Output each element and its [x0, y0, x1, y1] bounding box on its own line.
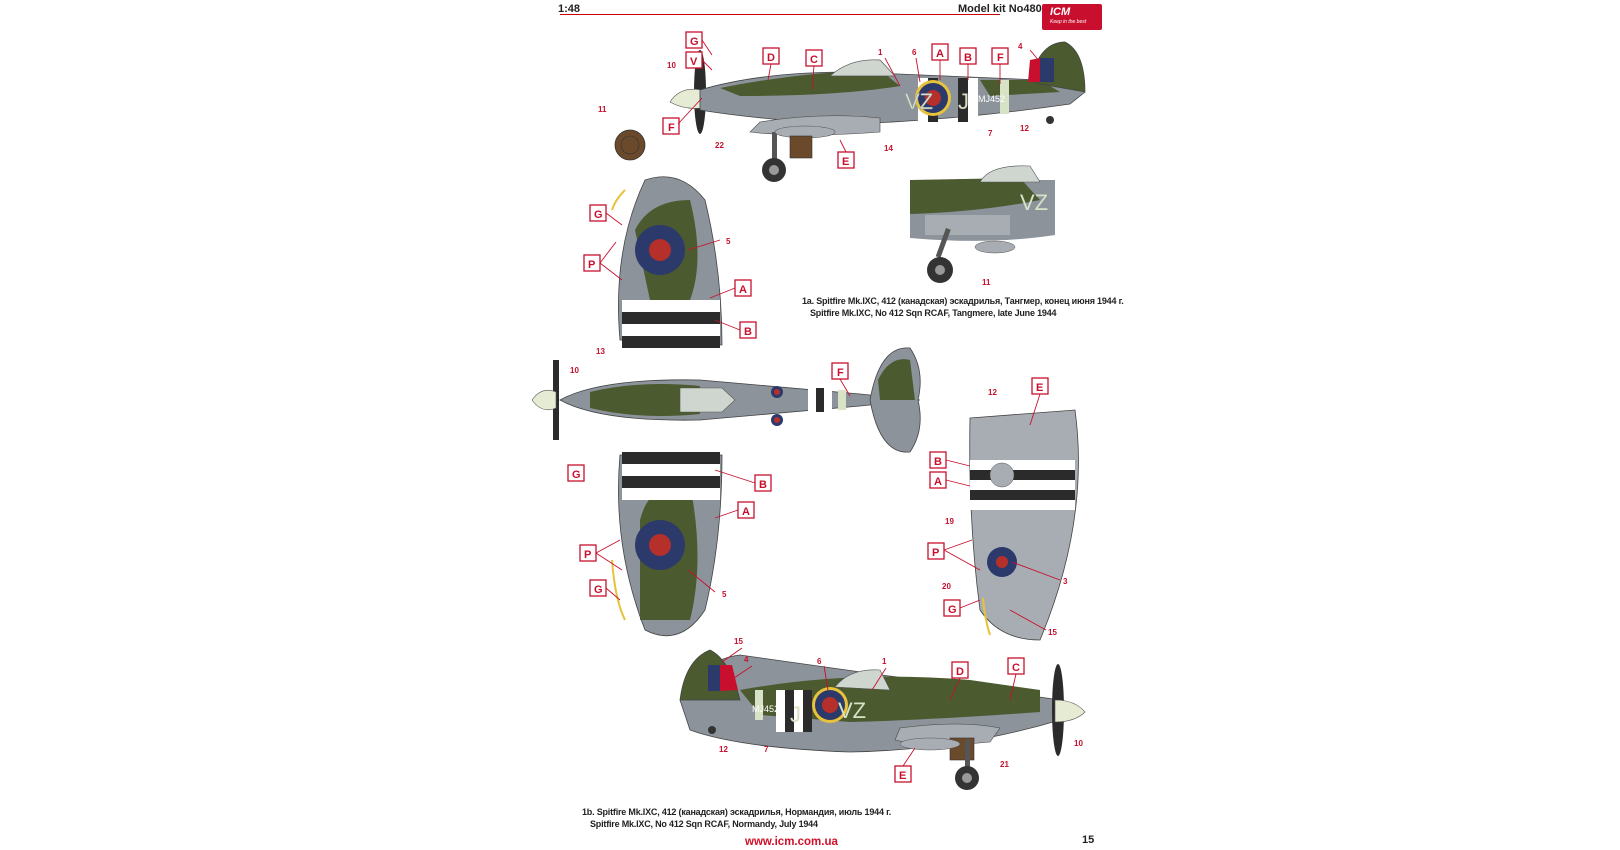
callout-D-bottom: D	[956, 666, 964, 678]
callout-P-plan-upper: P	[588, 259, 595, 271]
callout-C-top: C	[810, 54, 818, 66]
side-view-top	[669, 41, 1086, 182]
code-letters-side-top: VZ	[905, 89, 933, 114]
icm-logo-tagline: Keep in the best	[1050, 19, 1087, 25]
callout-G-top: G	[690, 36, 699, 48]
callout-1-bottom: 1	[882, 657, 887, 666]
serial-side-bottom: MJ452	[752, 704, 779, 714]
icm-logo-text: ICM	[1050, 6, 1071, 18]
callout-6-bottom: 6	[817, 657, 822, 666]
callout-1-top: 1	[878, 48, 883, 57]
zoom-detail-fuselage	[910, 165, 1055, 283]
callout-E-top: E	[842, 156, 849, 168]
header-rule	[560, 14, 1000, 15]
side-view-bottom	[679, 649, 1086, 790]
footer-url[interactable]: www.icm.com.ua	[745, 836, 838, 848]
callout-A-top: A	[936, 48, 944, 60]
scale-label: 1:48	[558, 3, 581, 15]
callout-14-under: 15	[1048, 628, 1057, 637]
callout-G-plan-nose: G	[572, 469, 581, 481]
callout-P-plan-lower: P	[584, 549, 591, 561]
callout-15-top: 14	[884, 144, 893, 153]
callout-14-bottom: 15	[734, 637, 743, 646]
callout-4-top: 4	[1018, 42, 1023, 51]
callout-G-plan-lower: G	[594, 584, 603, 596]
callout-10-plan: 10	[570, 366, 579, 375]
callout-F-plan: F	[837, 367, 844, 379]
code-letter-j-side-top: J	[958, 89, 969, 114]
code-letter-j-side-bottom: J	[790, 702, 801, 727]
callout-12-under: 12	[988, 388, 997, 397]
callout-12-bottom: 12	[719, 745, 728, 754]
page-number: 15	[1082, 834, 1095, 846]
caption-1a-en: Spitfire Mk.IXC, No 412 Sqn RCAF, Tangme…	[810, 308, 1057, 318]
callout-5-plan-upper: 5	[726, 237, 731, 246]
callout-B-plan-upper: B	[744, 326, 752, 338]
callout-4-bottom: 4	[744, 655, 749, 664]
callout-A-plan-upper: A	[739, 284, 747, 296]
icm-logo	[1042, 4, 1102, 30]
caption-1a-ru: 1a. Spitfire Mk.IXC, 412 (канадская) эск…	[802, 296, 1124, 306]
wheel-detail-11	[614, 129, 646, 161]
callout-E-under: E	[1036, 382, 1043, 394]
callout-A-plan-lower: A	[742, 506, 750, 518]
kit-number: Model kit No48060	[958, 3, 1054, 15]
callout-C-bottom: C	[1012, 662, 1020, 674]
code-letters-side-bottom: VZ	[838, 698, 866, 723]
callout-5-plan-lower: 5	[722, 590, 727, 599]
callout-G-plan-upper: G	[594, 209, 603, 221]
callout-12-top: 12	[1020, 124, 1029, 133]
callout-B-top: B	[964, 52, 972, 64]
callout-V-top: V	[690, 56, 698, 68]
callout-10-top: 10	[667, 61, 676, 70]
callout-20-under: 20	[942, 582, 951, 591]
callout-F-top-nose: F	[668, 122, 675, 134]
plan-view	[531, 176, 921, 637]
callout-13-plan: 13	[596, 347, 605, 356]
callout-D-top: D	[767, 52, 775, 64]
callout-6-top: 6	[912, 48, 917, 57]
callout-7-bottom: 7	[764, 745, 769, 754]
callout-F-top: F	[997, 52, 1004, 64]
callout-3-under: 3	[1063, 577, 1068, 586]
underside-wing-view	[969, 409, 1079, 641]
caption-1b-ru: 1b. Spitfire Mk.IXC, 412 (канадская) эск…	[582, 807, 892, 817]
callout-11-zoom: 11	[982, 278, 991, 287]
serial-side-top: MJ452	[978, 94, 1005, 104]
callout-A-under: A	[934, 476, 942, 488]
callout-E-bottom: E	[899, 770, 906, 782]
callout-19-under: 19	[945, 517, 954, 526]
caption-1b-en: Spitfire Mk.IXC, No 412 Sqn RCAF, Norman…	[590, 819, 818, 829]
callout-21-bottom: 21	[1000, 760, 1009, 769]
callout-22-top: 22	[715, 141, 724, 150]
callout-B-plan-lower: B	[759, 479, 767, 491]
leader-lines	[595, 39, 1061, 767]
callout-boxes	[567, 31, 1049, 783]
code-letters-zoom: VZ	[1020, 190, 1048, 215]
callout-G-under: G	[948, 604, 957, 616]
callout-10-bottom: 10	[1074, 739, 1083, 748]
callout-11-wheel: 11	[598, 105, 607, 114]
callout-P-under: P	[932, 547, 939, 559]
callout-7-top: 7	[988, 129, 993, 138]
callout-B-under: B	[934, 456, 942, 468]
